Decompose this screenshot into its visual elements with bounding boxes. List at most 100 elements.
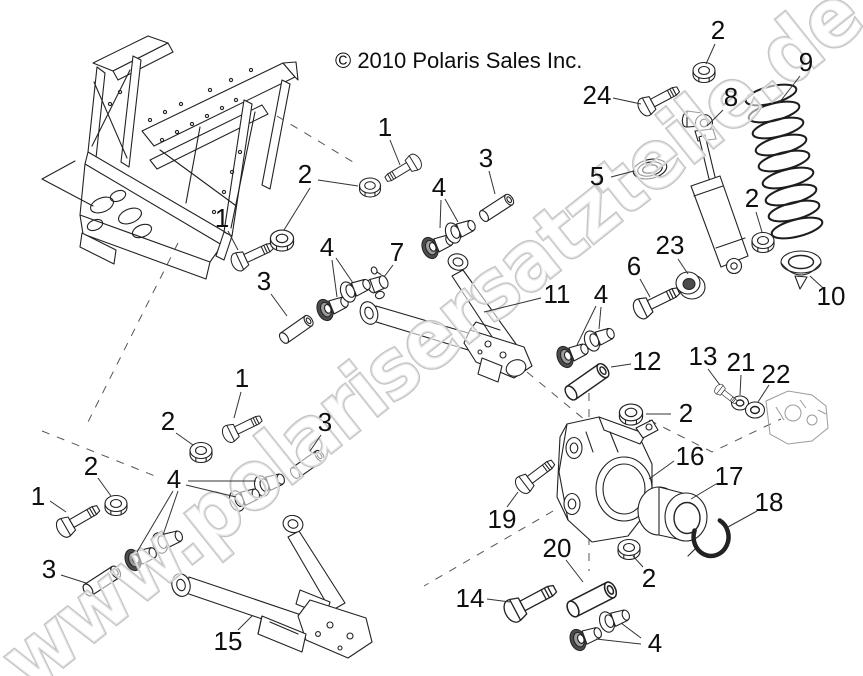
callout-3: 3: [257, 266, 271, 296]
callout-4: 4: [167, 464, 181, 494]
leader-line: [331, 259, 338, 298]
callout-12: 12: [633, 346, 662, 376]
chassis-frame-art: [41, 35, 299, 280]
leader-line: [227, 230, 239, 251]
leader-line: [595, 638, 642, 645]
callout-15: 15: [214, 626, 243, 656]
callout-23: 23: [656, 230, 685, 260]
callout-5: 5: [590, 161, 604, 191]
callout-3: 3: [42, 554, 56, 584]
leader-line: [707, 368, 721, 386]
callout-6: 6: [627, 251, 641, 281]
callout-4: 4: [432, 172, 446, 202]
fitting-13: [712, 382, 740, 408]
upper-a-arm-art: [359, 253, 533, 383]
callout-13: 13: [689, 341, 718, 371]
callout-20: 20: [543, 533, 572, 563]
clamp-7-art: [366, 266, 389, 300]
leader-line: [175, 432, 194, 446]
leader-line: [778, 75, 801, 104]
bolt-19: [511, 454, 560, 497]
callout-22: 22: [762, 359, 791, 389]
leader-line: [60, 574, 87, 584]
callout-9: 9: [799, 47, 813, 77]
bushing-4: [566, 620, 606, 654]
leader-line: [690, 483, 717, 500]
callout-2: 2: [84, 451, 98, 481]
leader-line: [483, 297, 542, 313]
callout-21: 21: [727, 347, 756, 377]
nut-2-spring: [751, 231, 775, 254]
callout-3: 3: [479, 143, 493, 173]
leader-line: [565, 559, 584, 583]
leader-line: [270, 293, 288, 317]
leader-line: [506, 491, 519, 508]
callout-7: 7: [390, 237, 404, 267]
nut-2-upper-a: [359, 177, 381, 198]
leader-line: [185, 484, 237, 498]
callout-1: 1: [235, 363, 249, 393]
bolt-lower-left: [52, 499, 104, 541]
nut-2-upper-b: [269, 229, 295, 252]
hub-carrier-art: [556, 416, 659, 543]
callout-4: 4: [594, 279, 608, 309]
leader-line: [648, 460, 675, 480]
callout-2: 2: [745, 183, 759, 213]
callout-2: 2: [298, 159, 312, 189]
bolt-upper-front: [381, 151, 425, 188]
leader-line: [439, 199, 442, 229]
tube-12: [561, 360, 612, 403]
callout-2: 2: [161, 406, 175, 436]
leader-line: [620, 622, 642, 639]
bolt-6: [629, 280, 684, 323]
leader-line: [383, 264, 394, 278]
snap-ring-art: [687, 518, 731, 559]
leader-line: [598, 306, 602, 330]
leader-line: [317, 179, 359, 187]
callout-11: 11: [544, 279, 571, 309]
callout-2: 2: [679, 398, 693, 428]
callout-2: 2: [711, 15, 725, 45]
leader-line: [49, 500, 67, 513]
spring-retainer-art: [780, 250, 822, 290]
callout-24: 24: [583, 80, 612, 110]
callout-3: 3: [318, 407, 332, 437]
washer-22-art: [744, 401, 766, 419]
callout-18: 18: [755, 487, 784, 517]
callout-4: 4: [648, 628, 662, 658]
leader-line: [632, 555, 644, 568]
leader-line: [610, 363, 632, 368]
leader-line: [809, 275, 824, 289]
bushing-4: [596, 603, 634, 635]
leader-line: [576, 305, 597, 346]
callout-19: 19: [488, 504, 517, 534]
leader-line: [237, 615, 253, 631]
leader-line: [727, 510, 758, 528]
callout-2: 2: [642, 563, 656, 593]
leader-line: [739, 374, 742, 396]
nut-2-hub-bottom: [617, 538, 641, 561]
shock-absorber-art: [681, 110, 749, 275]
leader-line: [283, 187, 311, 231]
leader-line: [233, 391, 242, 419]
callout-8: 8: [724, 82, 738, 112]
leader-line: [335, 257, 354, 284]
lower-a-arm-art: [171, 514, 373, 659]
hub-bushing-art: [637, 486, 708, 542]
leader-line: [612, 97, 642, 105]
leader-line: [639, 278, 651, 298]
tube-3-mid: [277, 313, 316, 346]
leader-line: [757, 384, 770, 403]
leader-line: [706, 109, 724, 127]
washer-5-art: [632, 158, 668, 180]
leader-line: [444, 198, 459, 223]
copyright-text: © 2010 Polaris Sales Inc.: [335, 48, 582, 73]
leader-line: [488, 170, 496, 195]
spacer-23-art: [675, 271, 706, 300]
leader-line: [610, 170, 635, 178]
brake-caliper-ghost-art: [765, 390, 829, 445]
callout-17: 17: [715, 461, 744, 491]
